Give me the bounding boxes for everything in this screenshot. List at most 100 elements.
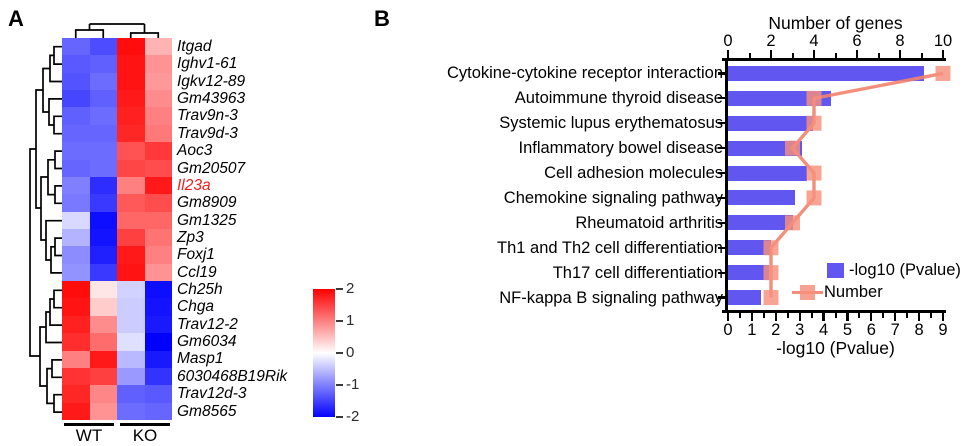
pvalue-bar	[728, 65, 924, 81]
gene-label: Ch25h	[177, 281, 223, 299]
panel-b-label: B	[374, 6, 390, 31]
gene-label: Gm6034	[177, 333, 237, 351]
heatmap-cell	[144, 367, 172, 386]
gene-label: Chga	[177, 298, 215, 316]
bottom-axis-tick-label: 9	[938, 321, 948, 339]
top-axis-tick	[769, 50, 773, 58]
heatmap-cell	[117, 333, 145, 351]
bottom-axis-tick-label: 0	[723, 321, 733, 339]
bottom-axis-minor-tick	[858, 312, 861, 318]
heatmap-cell	[117, 38, 145, 56]
category-tick	[718, 196, 725, 200]
heatmap-cell	[117, 402, 145, 420]
heatmap-cell	[89, 263, 117, 282]
wt-group-line	[64, 423, 114, 426]
bottom-axis-tick	[726, 312, 730, 321]
pvalue-bar	[728, 290, 762, 306]
bottom-axis-tick-label: 3	[795, 321, 805, 339]
gene-label: Gm43963	[177, 90, 246, 108]
heatmap-cell	[144, 385, 172, 403]
gene-label: Trav12d-3	[177, 385, 247, 403]
heatmap-cell	[117, 385, 145, 403]
heatmap-cell	[117, 211, 145, 229]
gene-label: Zp3	[177, 228, 204, 246]
colorbar-tick	[336, 319, 343, 323]
bottom-axis-title: -log10 (Pvalue)	[776, 338, 895, 358]
heatmap-cell	[89, 124, 117, 143]
heatmap-cell	[89, 107, 117, 125]
top-axis-tick-label: 6	[852, 32, 862, 50]
heatmap-cell	[62, 350, 90, 368]
heatmap-cell	[62, 211, 90, 229]
heatmap-cell	[144, 228, 172, 247]
gene-label: Il23a	[177, 176, 211, 194]
heatmap-cell	[62, 159, 90, 177]
pvalue-bar	[728, 265, 769, 281]
bottom-axis-minor-tick	[834, 312, 837, 318]
heatmap-cell	[144, 176, 172, 195]
heatmap-cell	[62, 367, 90, 386]
heatmap-cell	[117, 298, 145, 316]
heatmap-cell	[62, 142, 90, 160]
pvalue-bar	[728, 115, 813, 131]
heatmap-cell	[89, 142, 117, 160]
category-tick	[718, 97, 725, 100]
colorbar-tick-label: -1	[346, 376, 360, 393]
number-marker	[785, 215, 800, 231]
top-axis-minor-tick	[877, 53, 880, 58]
heatmap-cell	[117, 281, 145, 299]
legend-number-label: Number	[824, 283, 883, 301]
category-label: Chemokine signaling pathway	[503, 188, 723, 207]
colorbar-tick-label: 1	[346, 312, 355, 329]
top-axis-tick	[726, 50, 730, 58]
legend-pvalue-label: -log10 (Pvalue)	[849, 261, 961, 279]
heatmap-cell	[117, 367, 145, 386]
bottom-axis-tick	[750, 312, 753, 321]
heatmap-cell	[62, 281, 90, 299]
heatmap-cell	[62, 315, 90, 334]
gene-label: Ccl19	[177, 263, 217, 281]
heatmap-cell	[62, 38, 90, 56]
heatmap-cell	[89, 38, 117, 56]
colorbar-tick-label: -2	[346, 408, 360, 425]
colorbar-tick	[336, 415, 343, 419]
heatmap-cell	[144, 55, 172, 73]
top-axis-tick-label: 8	[895, 32, 905, 50]
heatmap-cell	[62, 333, 90, 351]
heatmap-cell	[117, 142, 145, 160]
heatmap-cell	[117, 350, 145, 368]
top-axis-minor-tick	[920, 53, 923, 58]
colorbar	[313, 289, 335, 417]
category-label: Th17 cell differentiation	[552, 263, 723, 282]
gene-label: Trav9n-3	[177, 107, 238, 125]
top-axis-tick-label: 2	[766, 32, 776, 50]
heatmap-cell	[62, 385, 90, 403]
heatmap-cell	[144, 159, 172, 177]
bottom-axis-tick-label: 1	[747, 321, 757, 339]
category-label: Inflammatory bowel disease	[518, 139, 723, 158]
number-line	[769, 71, 944, 298]
legend-number-marker	[800, 285, 815, 300]
heatmap-cell	[89, 385, 117, 403]
heatmap-cell	[144, 402, 172, 420]
heatmap-cell	[62, 107, 90, 125]
heatmap-cell	[144, 142, 172, 160]
heatmap-cell	[144, 194, 172, 212]
heatmap-cell	[117, 194, 145, 212]
bottom-axis-minor-tick	[882, 312, 885, 318]
category-label: Cytokine-cytokine receptor interaction	[446, 64, 723, 83]
pvalue-bar	[728, 190, 795, 206]
top-axis-tick	[812, 50, 816, 58]
gene-label: Foxj1	[177, 246, 215, 264]
heatmap-cell	[117, 124, 145, 143]
number-marker	[763, 240, 779, 256]
number-marker	[806, 190, 822, 206]
heatmap-cell	[89, 367, 117, 386]
heatmap-cell	[89, 333, 117, 351]
colorbar-tick	[336, 287, 343, 291]
gene-label: 6030468B19Rik	[177, 367, 288, 385]
top-axis-minor-tick	[791, 53, 794, 58]
heatmap-cell	[144, 211, 172, 229]
heatmap-cell	[62, 176, 90, 195]
